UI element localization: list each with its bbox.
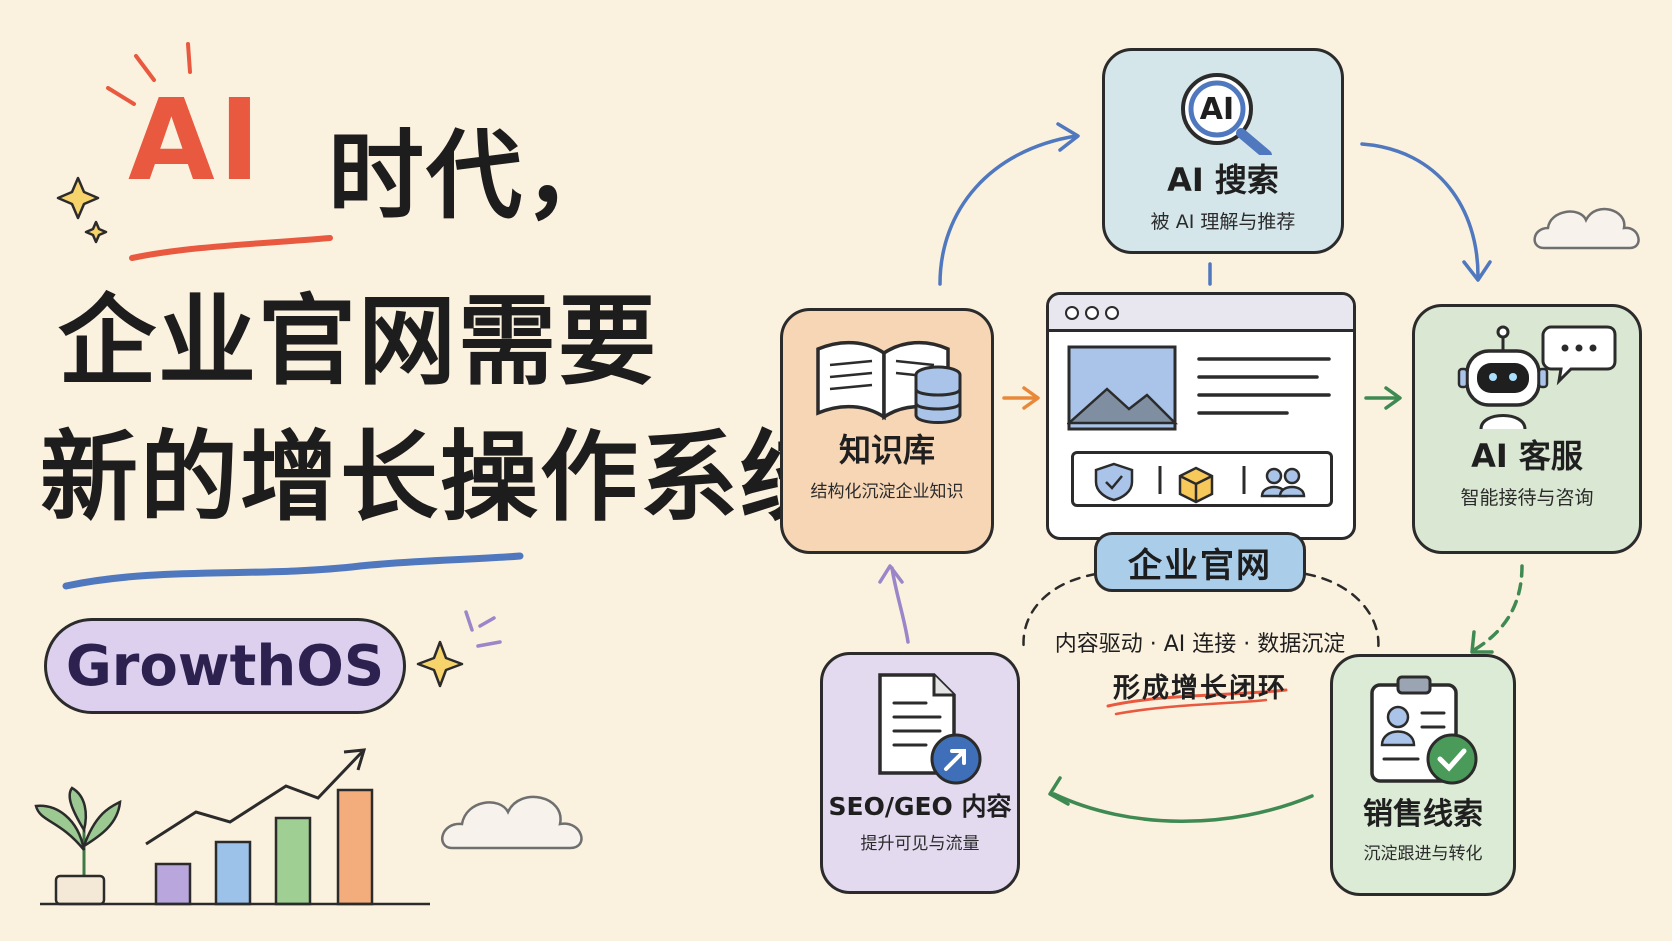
feature-icons	[1094, 462, 1306, 504]
sparkle-icon	[56, 176, 100, 220]
image-placeholder-icon	[1067, 345, 1331, 431]
plant-icon	[34, 786, 122, 906]
sparkle-icon	[84, 220, 108, 244]
node-ai-search: AI AI 搜索 被 AI 理解与推荐	[1102, 48, 1344, 254]
node-ai-service: AI 客服 智能接待与咨询	[1412, 304, 1642, 554]
shield-icon	[1094, 462, 1134, 502]
website-label: 企业官网	[1094, 532, 1306, 592]
loop-main-text: 形成增长闭环	[1113, 673, 1287, 704]
arrow-search-to-service	[1360, 142, 1480, 278]
users-icon	[1260, 467, 1306, 498]
growth-chart-icon	[40, 748, 430, 906]
arrow-seo-to-kb	[890, 566, 910, 644]
sparkle-icon	[416, 640, 464, 688]
arrow-service-to-leads	[1472, 564, 1524, 652]
box-icon	[1178, 466, 1214, 504]
headline-ai: AI	[128, 76, 265, 206]
knowledge-base-title: 知识库	[838, 431, 935, 469]
headline-line2: 企业官网需要	[58, 285, 659, 399]
arrow-kb-to-search	[938, 134, 1078, 286]
node-sales-leads: 销售线索 沉淀跟进与转化	[1330, 654, 1516, 896]
robot-icon	[1457, 325, 1617, 430]
arrow-leads-to-seo	[1052, 792, 1314, 823]
knowledge-base-subtitle: 结构化沉淀企业知识	[810, 482, 964, 502]
chat-bubble-icon	[1541, 325, 1617, 386]
ai-search-subtitle: 被 AI 理解与推荐	[1150, 211, 1296, 233]
website-mockup	[1046, 292, 1356, 540]
browser-bar	[1049, 295, 1353, 332]
ai-search-title: AI 搜索	[1167, 161, 1279, 199]
node-seo-geo: SEO/GEO 内容 提升可见与流量	[820, 652, 1020, 894]
book-database-icon	[816, 340, 962, 424]
node-knowledge-base: 知识库 结构化沉淀企业知识	[780, 308, 994, 554]
ai-service-subtitle: 智能接待与咨询	[1460, 487, 1594, 509]
feature-row	[1071, 451, 1333, 507]
loop-description: 内容驱动 · AI 连接 · 数据沉淀	[1054, 632, 1346, 657]
window-dot	[1105, 306, 1119, 320]
window-dot	[1065, 306, 1079, 320]
ai-service-title: AI 客服	[1471, 437, 1583, 475]
seo-geo-title: SEO/GEO 内容	[828, 792, 1012, 821]
document-share-icon	[878, 673, 982, 785]
sales-leads-title: 销售线索	[1363, 797, 1483, 832]
clipboard-check-icon	[1370, 675, 1478, 785]
window-dot	[1085, 306, 1099, 320]
headline-era: 时代，	[328, 120, 622, 232]
burst-lines	[106, 42, 192, 106]
cloud-icon	[441, 795, 583, 850]
headline-line3: 新的增长操作系统	[40, 421, 841, 535]
magnifier-label: AI	[1200, 92, 1234, 127]
growthos-badge: GrowthOS	[44, 618, 406, 714]
ai-underline	[129, 235, 333, 261]
headline-underline	[62, 552, 524, 590]
magnifier-icon: AI	[1181, 73, 1272, 155]
seo-geo-subtitle: 提升可见与流量	[860, 834, 980, 854]
cloud-icon	[1533, 207, 1640, 250]
sales-leads-subtitle: 沉淀跟进与转化	[1363, 844, 1483, 864]
